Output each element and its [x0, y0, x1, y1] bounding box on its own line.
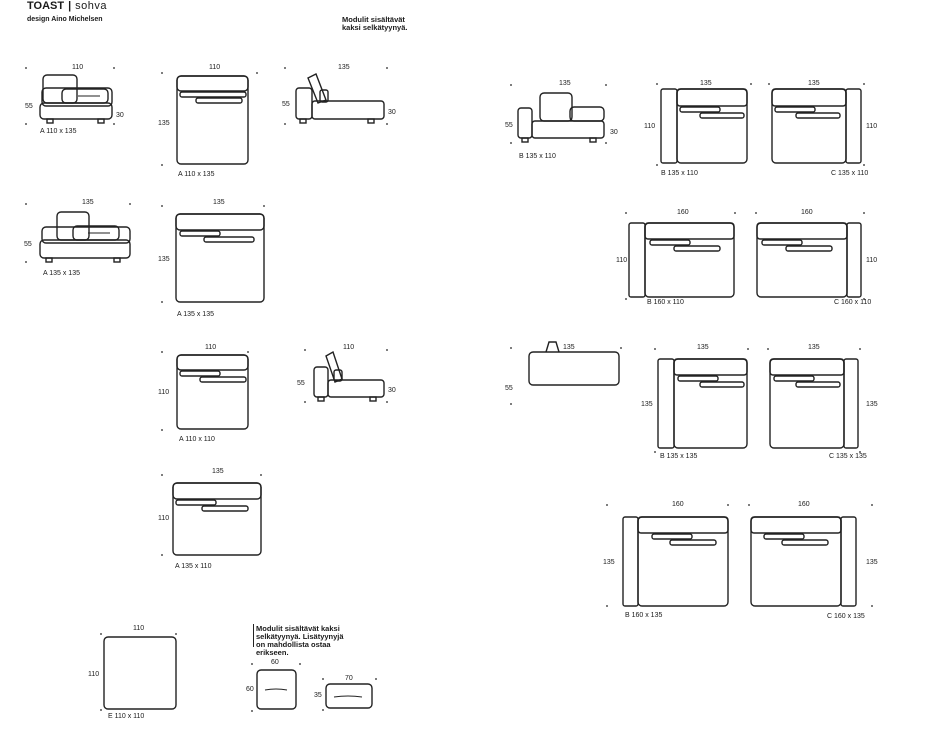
caption-b-135x110-side: B 135 x 110	[519, 153, 556, 160]
caption-a-135x135-side: A 135 x 135	[43, 270, 80, 277]
dim-width: 135	[559, 80, 571, 87]
dim-height: 55	[24, 241, 32, 248]
dim-depth: 110	[88, 671, 100, 678]
module-c-160x110-plan	[756, 222, 862, 298]
dim-height: 55	[297, 380, 305, 387]
module-a-135x135-plan	[175, 213, 265, 303]
dim-width: 110	[72, 64, 84, 71]
cushion-70x35	[325, 683, 373, 709]
dim-width: 160	[801, 209, 813, 216]
dim-height: 55	[25, 103, 33, 110]
note-bracket	[253, 624, 254, 647]
module-a-135x135-side	[39, 211, 131, 263]
module-a-135x110-plan	[172, 482, 262, 556]
caption-a-110x135-side: A 110 x 135	[40, 128, 77, 135]
dim-height: 55	[505, 122, 513, 129]
brand-name: TOAST	[27, 0, 65, 12]
module-b-160x110-plan	[628, 222, 735, 298]
dim-width: 135	[563, 344, 575, 351]
caption-c-135x110: C 135 x 110	[831, 170, 869, 177]
caption-a-135x110: A 135 x 110	[175, 563, 212, 570]
product-name: sohva	[75, 0, 108, 12]
dim-seat-height: 30	[610, 129, 618, 136]
caption-b-135x110: B 135 x 110	[661, 170, 698, 177]
module-b-160x135-plan	[622, 516, 729, 607]
dim-seat-height: 30	[388, 109, 396, 116]
module-a-110x135-side	[39, 74, 113, 124]
dim-seat-height: 30	[388, 387, 396, 394]
dim-width: 70	[345, 675, 353, 682]
dim-width: 110	[205, 344, 217, 351]
cushion-60x60	[256, 669, 297, 710]
caption-e-110x110: E 110 x 110	[108, 713, 145, 720]
dim-width: 160	[672, 501, 684, 508]
dim-width: 135	[697, 344, 709, 351]
dim-width: 160	[798, 501, 810, 508]
dim-depth: 110	[644, 123, 656, 130]
caption-a-110x135: A 110 x 135	[178, 171, 215, 178]
dim-height: 35	[314, 692, 322, 699]
dim-width: 135	[808, 344, 820, 351]
dim-height: 60	[246, 686, 254, 693]
module-b-135x110-side	[517, 92, 605, 143]
dim-width: 60	[271, 659, 279, 666]
module-a-110x110-plan	[176, 354, 249, 430]
dim-width: 135	[808, 80, 820, 87]
caption-b-135x135: B 135 x 135	[660, 453, 698, 460]
dim-width: 160	[677, 209, 689, 216]
dim-depth: 110	[616, 257, 628, 264]
caption-a-135x135: A 135 x 135	[177, 311, 214, 318]
page-title: TOAST|sohva	[27, 0, 107, 12]
title-separator: |	[68, 0, 72, 12]
dimension-markers	[25, 67, 873, 712]
caption-a-110x110: A 110 x 110	[179, 436, 215, 443]
dim-depth: 110	[158, 389, 170, 396]
dim-height: 55	[282, 101, 290, 108]
dim-depth: 135	[641, 401, 653, 408]
module-b-135x110-plan	[660, 88, 748, 164]
module-c-135x135-plan	[769, 358, 859, 449]
dim-depth: 110	[866, 257, 878, 264]
caption-c-160x110: C 160 x 110	[834, 299, 872, 306]
dim-depth: 135	[866, 559, 878, 566]
module-c-135x110-plan	[771, 88, 862, 164]
dim-depth: 110	[158, 515, 170, 522]
module-a-135-side-tilted	[295, 73, 385, 124]
dim-depth: 110	[866, 123, 878, 130]
dim-seat-height: 30	[116, 112, 124, 119]
dim-width: 110	[343, 344, 355, 351]
module-b-135x135-plan	[657, 358, 748, 449]
designer-credit: design Aino Michelsen	[27, 16, 103, 23]
dim-height: 55	[505, 385, 513, 392]
backrest-note: Modulit sisältävät kaksi selkätyynyä.	[342, 15, 408, 32]
dim-width: 110	[133, 625, 145, 632]
dim-depth: 135	[866, 401, 878, 408]
module-e-110x110-plan	[103, 636, 177, 710]
dim-width: 135	[82, 199, 94, 206]
module-c-160x135-plan	[750, 516, 857, 607]
backrest-note-extra: Modulit sisältävät kaksi selkätyynyä. Li…	[256, 624, 344, 657]
dim-depth: 135	[158, 256, 170, 263]
caption-c-135x135: C 135 x 135	[829, 453, 867, 460]
caption-b-160x135: B 160 x 135	[625, 612, 663, 619]
dim-width: 110	[209, 64, 221, 71]
caption-c-160x135: C 160 x 135	[827, 613, 865, 620]
dim-width: 135	[212, 468, 224, 475]
dim-width: 135	[213, 199, 225, 206]
module-a-110-side-tilted	[313, 350, 385, 402]
caption-b-160x110: B 160 x 110	[647, 299, 684, 306]
module-a-110x135-plan	[176, 75, 249, 165]
dim-width: 135	[338, 64, 350, 71]
module-b-side-small	[528, 341, 620, 386]
dim-depth: 135	[603, 559, 615, 566]
dim-width: 135	[700, 80, 712, 87]
dim-depth: 135	[158, 120, 170, 127]
